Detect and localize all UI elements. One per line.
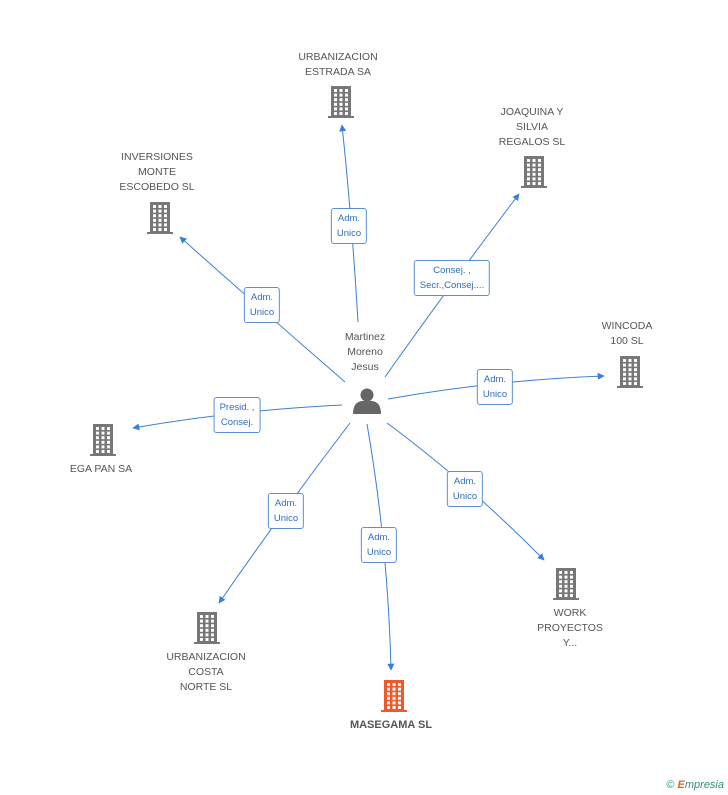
relation-box-ega-pan[interactable]: Presid. , Consej. <box>213 397 261 433</box>
building-icon-wincoda[interactable] <box>617 356 643 388</box>
brand-logo: © Empresia <box>666 779 724 791</box>
relation-box-urbanizacion-costa[interactable]: Adm. Unico <box>267 493 305 529</box>
brand-initial: E <box>677 779 685 791</box>
copyright-symbol: © <box>666 779 675 791</box>
company-label-ega-pan[interactable]: EGA PAN SA <box>69 463 133 475</box>
company-label-wincoda[interactable]: WINCODA 100 SL <box>601 320 653 347</box>
relation-box-joaquina[interactable]: Consej. , Secr.,Consej.... <box>413 260 491 296</box>
relation-box-urbanizacion-estrada[interactable]: Adm. Unico <box>330 208 368 244</box>
building-icon-inversiones[interactable] <box>147 202 173 234</box>
company-label-urbanizacion-costa[interactable]: URBANIZACION COSTA NORTE SL <box>166 651 246 693</box>
building-icon-urbanizacion-costa[interactable] <box>194 612 220 644</box>
building-icon-work[interactable] <box>553 568 579 600</box>
relation-box-masegama[interactable]: Adm. Unico <box>360 527 398 563</box>
person-icon[interactable] <box>353 388 381 415</box>
building-icon-ega-pan[interactable] <box>90 424 116 456</box>
company-label-inversiones[interactable]: INVERSIONES MONTE ESCOBEDO SL <box>119 151 195 193</box>
company-label-work[interactable]: WORK PROYECTOS Y... <box>537 607 603 649</box>
company-label-urbanizacion-estrada[interactable]: URBANIZACION ESTRADA SA <box>298 51 378 78</box>
relation-box-inversiones[interactable]: Adm. Unico <box>243 287 281 323</box>
building-icon-joaquina[interactable] <box>521 156 547 188</box>
person-label[interactable]: Martinez Moreno Jesus <box>344 331 386 373</box>
brand-name: mpresia <box>684 779 724 791</box>
company-label-joaquina[interactable]: JOAQUINA Y SILVIA REGALOS SL <box>498 106 566 148</box>
company-label-masegama[interactable]: MASEGAMA SL <box>349 719 433 731</box>
building-icon-urbanizacion-estrada[interactable] <box>328 86 354 118</box>
relation-box-wincoda[interactable]: Adm. Unico <box>476 369 514 405</box>
relation-box-work[interactable]: Adm. Unico <box>446 471 484 507</box>
building-icon-masegama[interactable] <box>381 680 407 712</box>
